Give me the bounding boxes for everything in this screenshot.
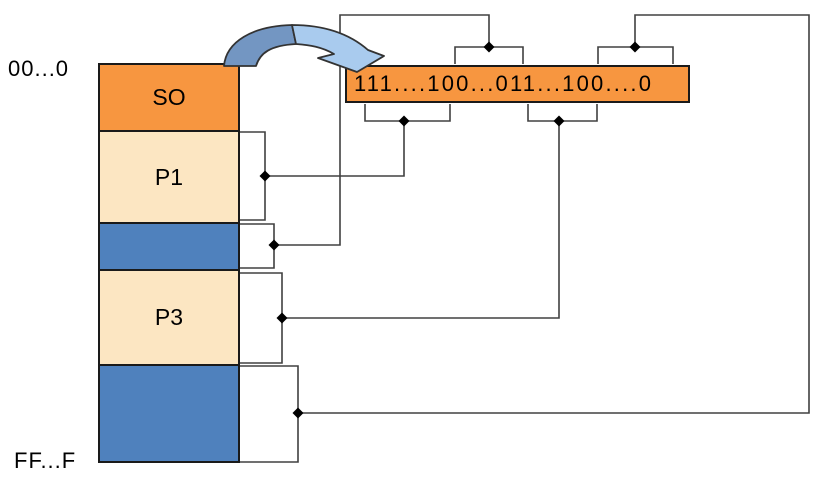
bracket-bitmap-top-2: [597, 46, 674, 64]
bracket-hole-1: [240, 223, 275, 269]
segment-label-p3: P3: [154, 304, 184, 330]
diamond-hole-1: [268, 239, 280, 251]
diamond-bitmap-bottom-1: [398, 115, 410, 127]
memory-segment-os: SO: [100, 65, 238, 130]
connector-p3-to-bitmap: [282, 121, 560, 319]
connector-hole1-to-bitmap: [274, 14, 490, 246]
segment-label-os: SO: [152, 84, 186, 110]
bracket-p3: [240, 272, 283, 364]
diamond-hole-2: [292, 407, 304, 419]
bracket-bitmap-bottom-2: [527, 104, 598, 122]
memory-segment-p3: P3: [100, 269, 238, 364]
address-label-top: 00...0: [8, 56, 70, 81]
diamond-bitmap-top-2: [629, 41, 641, 53]
connector-p1-to-bitmap: [265, 121, 405, 177]
bitmap-bar: 111....100...011...100....0: [345, 65, 690, 103]
memory-segment-hole-2: [100, 364, 238, 461]
memory-segment-p1: P1: [100, 130, 238, 222]
curved-arrow-back-band: [223, 24, 297, 67]
bracket-bitmap-bottom-1: [364, 104, 451, 122]
diamond-bitmap-top-1: [483, 41, 495, 53]
diamond-p1: [259, 170, 271, 182]
memory-column: SO P1 P3: [98, 63, 240, 463]
bracket-hole-2: [240, 365, 299, 463]
memory-segment-hole-1: [100, 222, 238, 269]
diamond-bitmap-bottom-2: [553, 115, 565, 127]
bracket-p1: [240, 131, 266, 221]
segment-label-p1: P1: [154, 163, 184, 190]
diamond-p3: [276, 312, 288, 324]
address-label-bottom: FF...F: [14, 448, 77, 473]
bracket-bitmap-top-1: [454, 46, 524, 64]
bitmap-value: 111....100...011...100....0: [354, 71, 654, 96]
